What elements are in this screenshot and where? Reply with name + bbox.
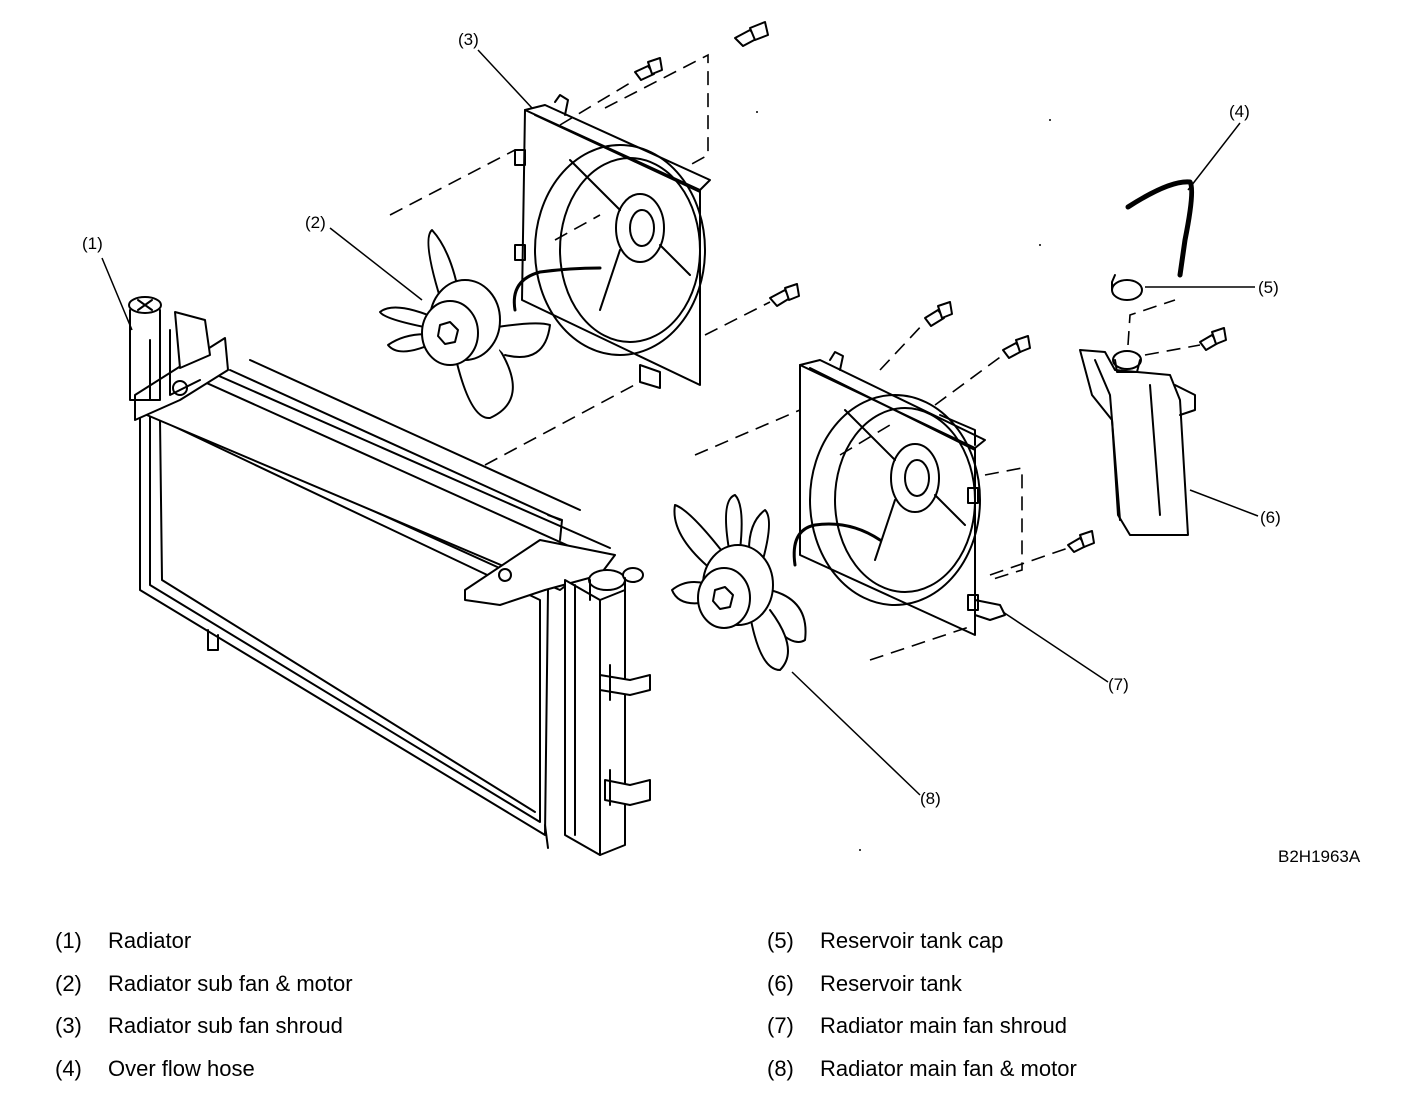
legend-label: Reservoir tank cap (820, 928, 1004, 953)
legend-label: Over flow hose (108, 1055, 255, 1081)
legend-label: Radiator main fan & motor (820, 1055, 1077, 1081)
legend-label: Reservoir tank (820, 970, 962, 996)
leader-lines (101, 49, 1259, 796)
legend-number: (6) (767, 970, 794, 996)
legend-label: Radiator sub fan shroud (108, 1013, 343, 1038)
callout-7: (7) (1108, 675, 1129, 694)
legend-label: Radiator sub fan & motor (108, 970, 353, 996)
callout-8: (8) (920, 789, 941, 808)
callout-1: (1) (82, 234, 103, 253)
main-fan-shroud-part (792, 351, 1006, 636)
legend-left: (1) Radiator (2) Radiator sub fan & moto… (55, 928, 353, 1098)
sub-fan-shroud-part (512, 94, 711, 389)
callout-3: (3) (458, 30, 479, 49)
legend-item: (4) Over flow hose (55, 1056, 353, 1099)
callout-2: (2) (305, 213, 326, 232)
legend-item: (3) Radiator sub fan shroud (55, 1013, 353, 1056)
legend-number: (7) (767, 1013, 794, 1038)
reservoir-tank-part (1079, 349, 1196, 536)
legend-number: (1) (55, 928, 82, 953)
legend-item: (5) Reservoir tank cap (767, 928, 1077, 971)
legend-item: (8) Radiator main fan & motor (767, 1056, 1077, 1099)
main-fan-part (671, 494, 807, 671)
callout-6: (6) (1260, 508, 1281, 527)
assembly-lines (389, 53, 1201, 661)
legend-number: (2) (55, 970, 82, 996)
callout-5: (5) (1258, 278, 1279, 297)
legend-item: (6) Reservoir tank (767, 971, 1077, 1014)
legend-number: (5) (767, 928, 794, 953)
legend-right: (5) Reservoir tank cap (6) Reservoir tan… (767, 928, 1077, 1098)
legend-item: (2) Radiator sub fan & motor (55, 971, 353, 1014)
legend-number: (4) (55, 1055, 82, 1081)
over-flow-hose-part (1125, 179, 1195, 278)
callout-4: (4) (1229, 102, 1250, 121)
legend-number: (3) (55, 1013, 82, 1038)
radiator-part (128, 296, 651, 856)
legend-label: Radiator (108, 928, 192, 953)
legend-label: Radiator main fan shroud (820, 1013, 1068, 1038)
figure-code: B2H1963A (1278, 847, 1361, 866)
dots (756, 111, 1051, 851)
bolts (634, 21, 1227, 553)
reservoir-cap-part (1111, 274, 1143, 301)
sub-fan-part (379, 229, 551, 420)
exploded-parts-diagram: (1) (2) (3) (4) (5) (6) (7) (8) B2H1963A (82, 21, 1361, 866)
legend-number: (8) (767, 1055, 794, 1081)
legend-item: (7) Radiator main fan shroud (767, 1013, 1077, 1056)
legend-item: (1) Radiator (55, 928, 353, 971)
